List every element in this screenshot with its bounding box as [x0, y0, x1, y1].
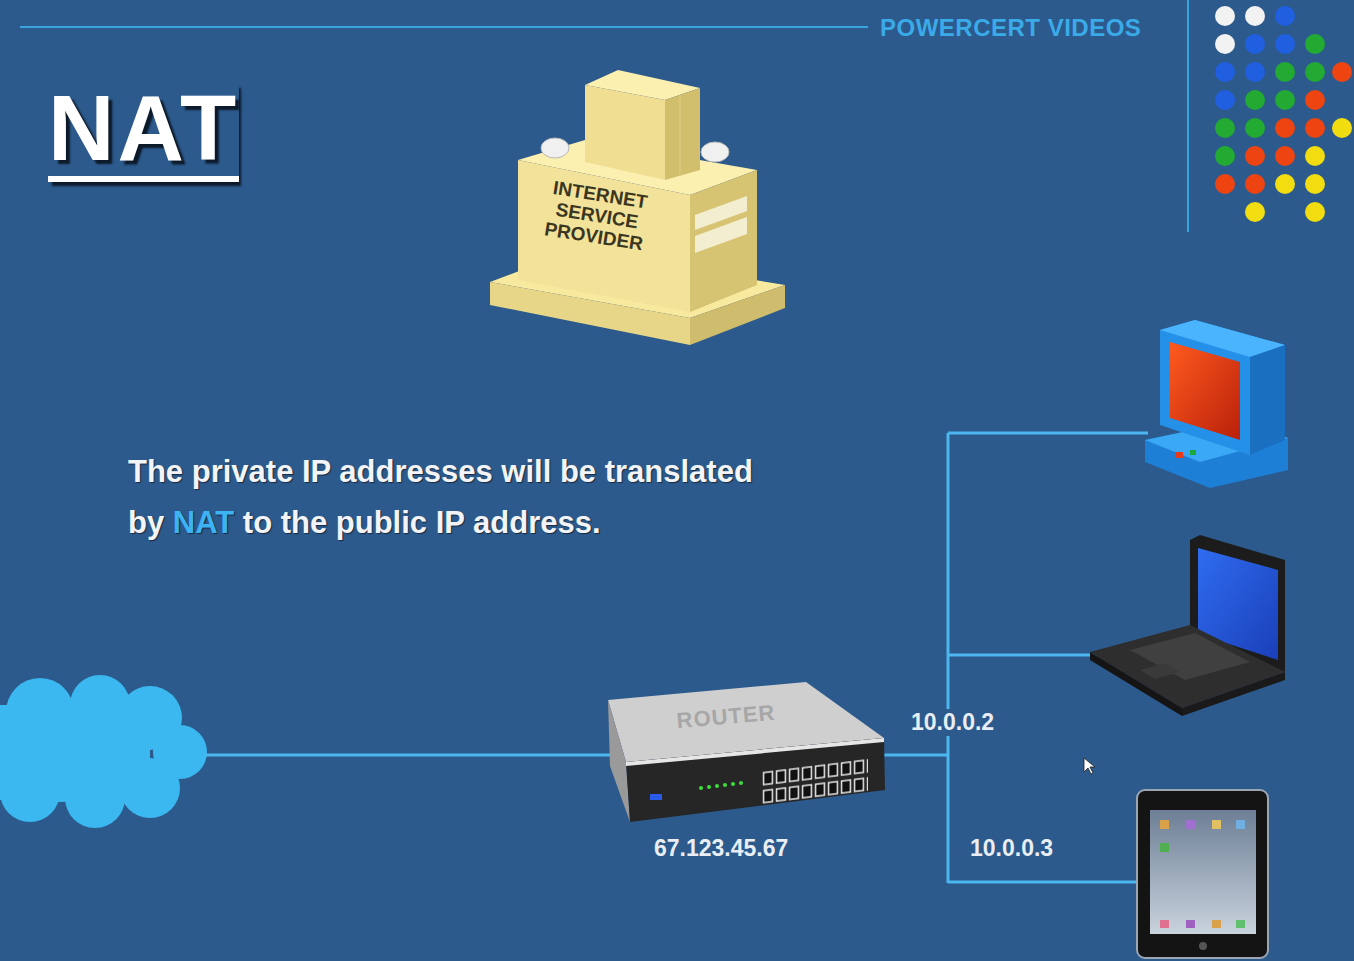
ip-address: 10.0.0.2 [908, 709, 997, 736]
laptop-computer [1090, 535, 1285, 716]
desktop-computer [1145, 320, 1288, 488]
mouse-cursor [1084, 758, 1095, 774]
page-title: NAT [48, 82, 239, 182]
tablet [1137, 790, 1268, 958]
brand-name: POWERCERT VIDEOS [880, 14, 1180, 42]
ip-address: 10.0.0.3 [970, 835, 1053, 862]
isp-building: INTERNET SERVICE PROVIDER [485, 66, 787, 348]
public-ip-address: 67.123.45.67 [654, 835, 788, 862]
router: ROUTER [606, 680, 888, 825]
network-wires [205, 433, 1148, 883]
description-text: The private IP addresses will be transla… [128, 446, 768, 548]
internet-cloud [0, 675, 207, 828]
logo-dots [1215, 6, 1352, 222]
